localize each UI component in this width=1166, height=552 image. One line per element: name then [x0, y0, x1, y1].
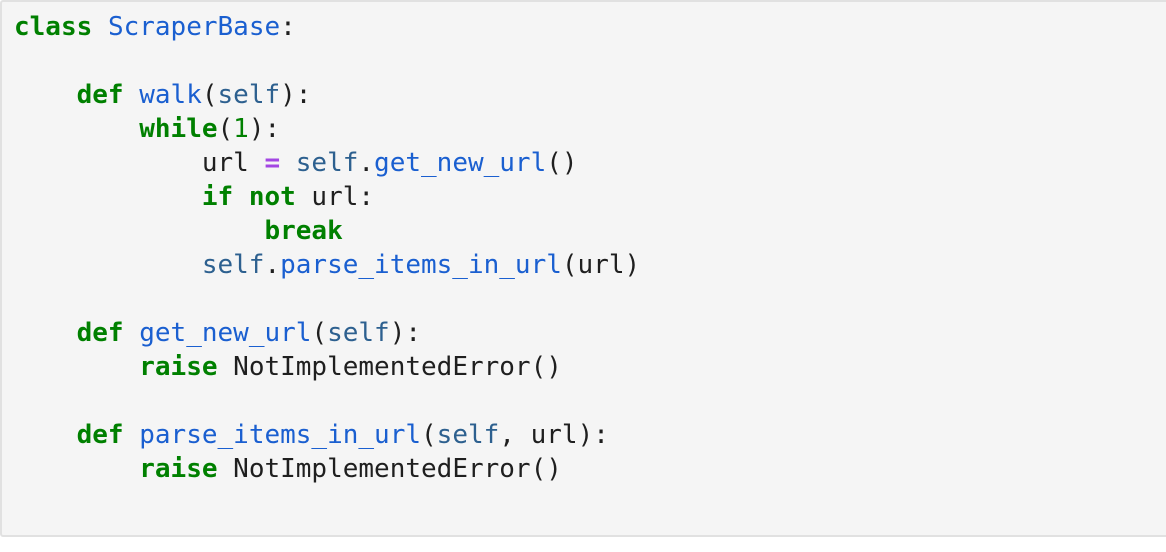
code-token-nm: parse_items_in_url	[139, 420, 422, 450]
code-token-pl: NotImplementedError()	[217, 454, 562, 484]
code-token-pl: .	[358, 148, 375, 178]
code-line: if not url:	[14, 180, 1166, 214]
code-token-pl: , url):	[499, 420, 609, 450]
code-token-pl	[14, 352, 139, 382]
code-line: def get_new_url(self):	[14, 316, 1166, 350]
code-token-pl: (	[217, 114, 234, 144]
code-line: raise NotImplementedError()	[14, 350, 1166, 384]
code-token-pl: .	[264, 250, 281, 280]
code-line: raise NotImplementedError()	[14, 452, 1166, 486]
code-token-pl: NotImplementedError()	[217, 352, 562, 382]
code-token-kw: not	[248, 182, 296, 212]
code-token-kw: def	[76, 318, 124, 348]
code-token-pl: url:	[295, 182, 375, 212]
code-token-slf: self	[295, 148, 359, 178]
code-token-pl: ):	[248, 114, 281, 144]
code-token-nm: get_new_url	[139, 318, 312, 348]
code-line	[14, 44, 1166, 78]
code-token-pl: url	[14, 148, 265, 178]
code-token-pl: (	[311, 318, 328, 348]
code-token-pl: (url)	[561, 250, 641, 280]
code-line: def walk(self):	[14, 78, 1166, 112]
code-token-pl	[124, 80, 140, 110]
code-token-pl	[14, 216, 264, 246]
code-line: break	[14, 214, 1166, 248]
code-token-pl	[124, 318, 140, 348]
code-token-slf: self	[201, 250, 265, 280]
code-token-kw: class	[14, 12, 93, 42]
code-token-pl: ):	[389, 318, 422, 348]
code-token-nm: get_new_url	[374, 148, 547, 178]
code-token-pl: ()	[546, 148, 578, 178]
code-token-slf: self	[436, 420, 500, 450]
code-token-pl: ):	[280, 80, 312, 110]
code-token-slf: self	[327, 318, 390, 348]
code-line: url = self.get_new_url()	[14, 146, 1166, 180]
code-token-pl	[280, 148, 296, 178]
code-token-pl	[14, 318, 77, 348]
python-code: class ScraperBase: def walk(self): while…	[14, 10, 1166, 486]
code-line: class ScraperBase:	[14, 10, 1166, 44]
code-token-pl: (	[421, 420, 437, 450]
code-token-kw: raise	[139, 352, 218, 382]
code-token-pl	[14, 182, 202, 212]
code-token-nm: ScraperBase	[107, 12, 281, 42]
code-token-pl	[14, 454, 139, 484]
code-token-pl	[92, 12, 108, 42]
code-token-slf: self	[217, 80, 281, 110]
code-token-pl	[14, 80, 77, 110]
code-token-pl	[14, 114, 139, 144]
code-token-kw: if	[201, 182, 234, 212]
code-token-kw: def	[76, 420, 124, 450]
code-token-kw: while	[139, 114, 218, 144]
code-token-nm: walk	[139, 80, 202, 110]
code-token-pl: (	[201, 80, 218, 110]
code-token-kw: def	[76, 80, 124, 110]
code-token-kw: raise	[139, 454, 218, 484]
code-line	[14, 384, 1166, 418]
code-token-nm: parse_items_in_url	[280, 250, 562, 280]
code-token-pl	[14, 250, 202, 280]
code-token-pl	[233, 182, 249, 212]
code-token-pl	[14, 420, 77, 450]
code-line: def parse_items_in_url(self, url):	[14, 418, 1166, 452]
code-line	[14, 282, 1166, 316]
code-line: while(1):	[14, 112, 1166, 146]
code-token-kw: break	[264, 216, 343, 246]
code-token-op: =	[264, 148, 281, 178]
code-token-num: 1	[233, 114, 249, 144]
code-token-pl: :	[280, 12, 296, 42]
code-line: self.parse_items_in_url(url)	[14, 248, 1166, 282]
code-block: class ScraperBase: def walk(self): while…	[0, 0, 1166, 537]
code-token-pl	[124, 420, 140, 450]
